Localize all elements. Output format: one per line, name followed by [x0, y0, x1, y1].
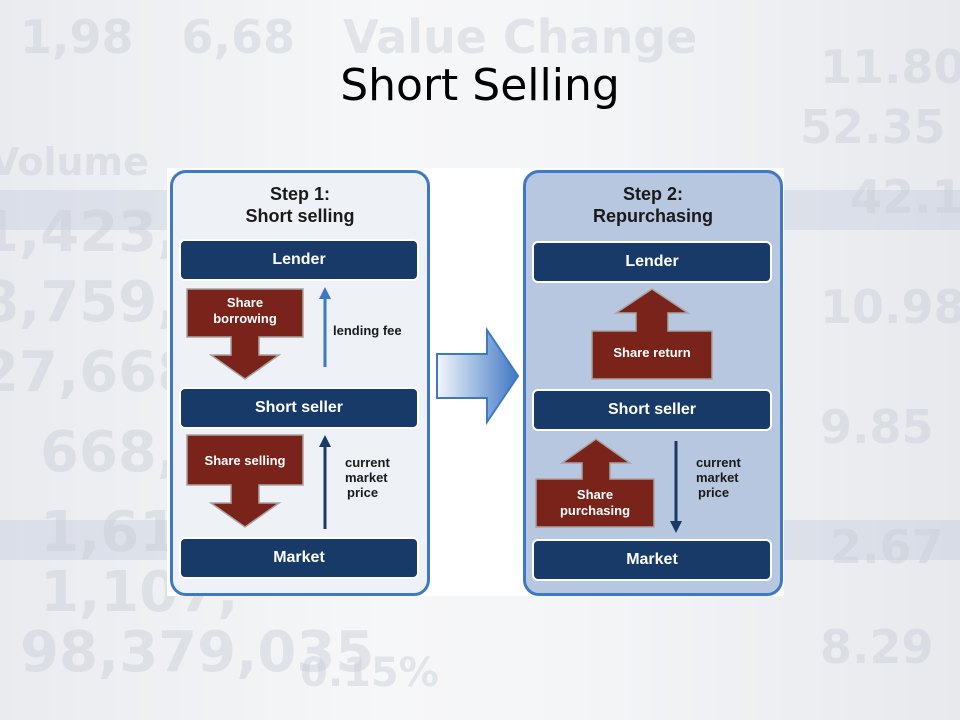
share-selling-label: Share selling [204, 453, 286, 468]
step2-title-line1: Step 2: [622, 184, 683, 204]
step1-price-label: current market price [345, 455, 390, 500]
step1-short-seller-box: Short seller [179, 387, 419, 429]
share-purchasing-label: Share purchasing [536, 487, 654, 519]
step1-title: Step 1: Short selling [173, 183, 427, 227]
share-borrowing-line2: borrowing [213, 311, 277, 326]
share-return-label: Share return [613, 345, 691, 360]
step2-price-line3: price [698, 485, 730, 500]
step1-price-line3: price [347, 485, 379, 500]
share-borrowing-arrow [186, 288, 304, 380]
step2-price-label: current market price [696, 455, 741, 500]
share-purchasing-line1: Share [576, 487, 614, 502]
step1-price-line1: current [345, 455, 390, 470]
step2-market-box: Market [532, 539, 772, 581]
step1-lender-box: Lender [179, 239, 419, 281]
step2-short-seller-box: Short seller [532, 389, 772, 431]
share-selling-arrow [186, 434, 304, 528]
step1-market-box: Market [179, 537, 419, 579]
share-return-arrow [591, 288, 713, 380]
short-selling-diagram: Step 1: Short selling Lender Short selle… [167, 168, 784, 596]
step1-price-line2: market [345, 470, 388, 485]
slide-title: Short Selling [340, 60, 620, 111]
step2-price-line1: current [696, 455, 741, 470]
step-transition-arrow [436, 326, 520, 426]
share-borrowing-label: Share borrowing [187, 295, 303, 327]
step1-title-line1: Step 1: [269, 184, 330, 204]
step2-price-line2: market [696, 470, 739, 485]
share-purchasing-line2: purchasing [559, 503, 631, 518]
step2-title: Step 2: Repurchasing [526, 183, 780, 227]
step2-arrows [535, 288, 713, 533]
step2-panel: Step 2: Repurchasing Lender Short seller… [523, 170, 783, 596]
step1-arrows [186, 287, 331, 529]
share-purchasing-arrow [535, 438, 655, 528]
step2-lender-box: Lender [532, 241, 772, 283]
lending-fee-label: lending fee [333, 323, 402, 338]
step1-title-line2: Short selling [245, 206, 355, 226]
step1-panel: Step 1: Short selling Lender Short selle… [170, 170, 430, 596]
share-borrowing-line1: Share [226, 295, 264, 310]
step2-title-line2: Repurchasing [592, 206, 714, 226]
